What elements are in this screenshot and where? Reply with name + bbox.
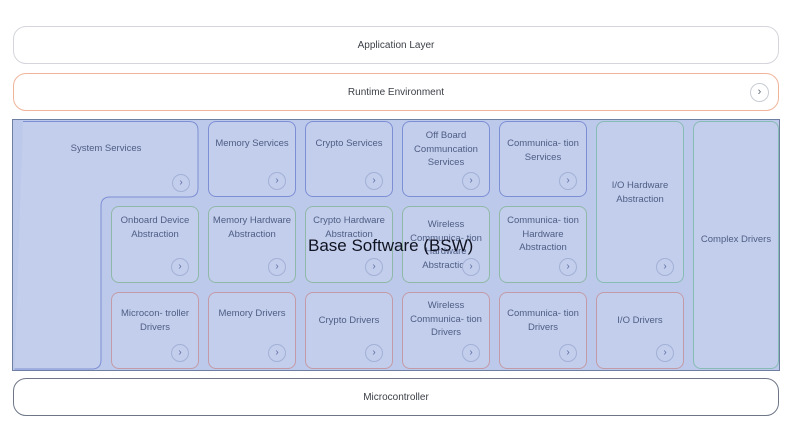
crypto-services-label: Crypto Services [315, 138, 383, 149]
communication-drivers-block[interactable]: Communica- tion Drivers › [499, 292, 587, 369]
communication-services-block[interactable]: Communica- tion Services › [499, 121, 587, 197]
communication-hardware-abstraction-label: Communica- tion Hardware Abstraction [507, 215, 579, 253]
wireless-communication-hardware-abstraction-expand-icon[interactable]: › [462, 258, 480, 276]
memory-hardware-abstraction-expand-icon[interactable]: › [268, 258, 286, 276]
wireless-communication-drivers-expand-icon[interactable]: › [462, 344, 480, 362]
crypto-hardware-abstraction-label: Crypto Hardware Abstraction [313, 215, 385, 240]
crypto-drivers-label: Crypto Drivers [318, 315, 380, 326]
crypto-services-expand-icon[interactable]: › [365, 172, 383, 190]
microcontroller-drivers-label: Microcon- troller Drivers [120, 308, 190, 333]
wireless-communication-drivers-block[interactable]: Wireless Communica- tion Drivers › [402, 292, 490, 369]
io-hardware-abstraction-block[interactable]: I/O Hardware Abstraction › [596, 121, 684, 283]
application-layer-label: Application Layer [357, 39, 435, 51]
communication-hardware-abstraction-block[interactable]: Communica- tion Hardware Abstraction › [499, 206, 587, 283]
complex-drivers-block[interactable]: Complex Drivers [693, 121, 779, 369]
io-drivers-block[interactable]: I/O Drivers › [596, 292, 684, 369]
memory-services-expand-icon[interactable]: › [268, 172, 286, 190]
system-services-label: System Services [70, 143, 142, 154]
application-layer: Application Layer [13, 26, 779, 64]
memory-services-label: Memory Services [215, 138, 289, 149]
system-services-block[interactable]: System Services › [13, 120, 199, 198]
microcontroller-drivers-expand-icon[interactable]: › [171, 344, 189, 362]
microcontroller-drivers-block[interactable]: Microcon- troller Drivers › [111, 292, 199, 369]
wireless-communication-hardware-abstraction-block[interactable]: Wireless Communica- tion Hardware Abstra… [402, 206, 490, 283]
system-services-expand-icon[interactable]: › [172, 174, 190, 192]
microcontroller-layer: Microcontroller [13, 378, 779, 416]
memory-drivers-expand-icon[interactable]: › [268, 344, 286, 362]
communication-services-expand-icon[interactable]: › [559, 172, 577, 190]
memory-services-block[interactable]: Memory Services › [208, 121, 296, 197]
crypto-drivers-block[interactable]: Crypto Drivers › [305, 292, 393, 369]
onboard-device-abstraction-label: Onboard Device Abstraction [120, 215, 190, 240]
io-drivers-expand-icon[interactable]: › [656, 344, 674, 362]
wireless-communication-drivers-label: Wireless Communica- tion Drivers [410, 300, 482, 338]
offboard-communication-services-label: Off Board Communcation Services [414, 130, 478, 168]
memory-drivers-label: Memory Drivers [218, 308, 286, 319]
communication-hardware-abstraction-expand-icon[interactable]: › [559, 258, 577, 276]
complex-drivers-label: Complex Drivers [700, 234, 772, 245]
communication-drivers-expand-icon[interactable]: › [559, 344, 577, 362]
io-hardware-abstraction-label: I/O Hardware Abstraction [611, 180, 669, 205]
offboard-communication-services-expand-icon[interactable]: › [462, 172, 480, 190]
crypto-services-block[interactable]: Crypto Services › [305, 121, 393, 197]
crypto-hardware-abstraction-block[interactable]: Crypto Hardware Abstraction › [305, 206, 393, 283]
communication-services-label: Communica- tion Services [507, 138, 579, 163]
bsw-title: Base Software (BSW) [308, 236, 474, 255]
memory-hardware-abstraction-block[interactable]: Memory Hardware Abstraction › [208, 206, 296, 283]
crypto-drivers-expand-icon[interactable]: › [365, 344, 383, 362]
crypto-hardware-abstraction-expand-icon[interactable]: › [365, 258, 383, 276]
offboard-communication-services-block[interactable]: Off Board Communcation Services › [402, 121, 490, 197]
runtime-environment-label: Runtime Environment [347, 86, 445, 98]
onboard-device-abstraction-expand-icon[interactable]: › [171, 258, 189, 276]
io-drivers-label: I/O Drivers [617, 315, 663, 326]
onboard-device-abstraction-block[interactable]: Onboard Device Abstraction › [111, 206, 199, 283]
rte-expand-chevron-icon[interactable]: › [750, 83, 769, 102]
io-hardware-abstraction-expand-icon[interactable]: › [656, 258, 674, 276]
memory-drivers-block[interactable]: Memory Drivers › [208, 292, 296, 369]
runtime-environment-layer[interactable]: Runtime Environment › [13, 73, 779, 111]
communication-drivers-label: Communica- tion Drivers [507, 308, 579, 333]
wireless-communication-hardware-abstraction-label: Wireless Communica- tion Hardware Abstra… [410, 219, 482, 271]
microcontroller-label: Microcontroller [363, 391, 429, 403]
memory-hardware-abstraction-label: Memory Hardware Abstraction [212, 215, 292, 240]
